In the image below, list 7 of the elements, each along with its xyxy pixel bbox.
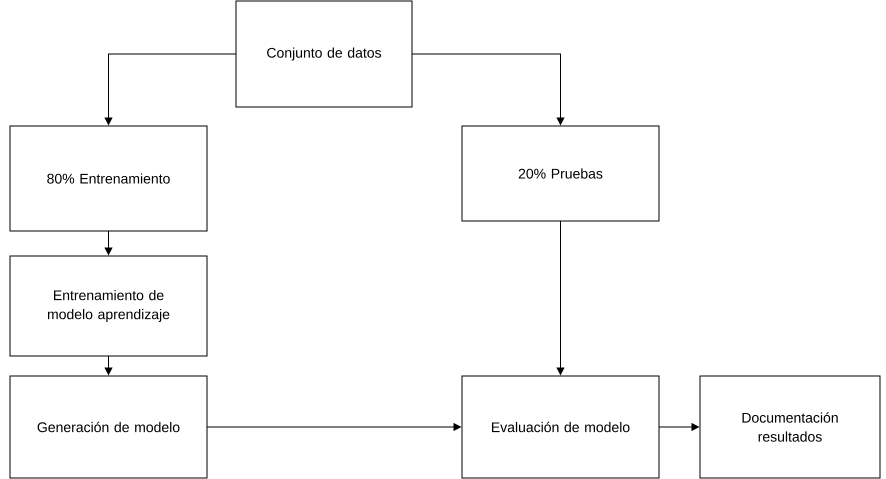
process-box: 20% Pruebas	[462, 126, 660, 222]
process-box: 80% Entrenamiento	[10, 126, 208, 232]
process-box: Documentación resultados	[700, 376, 880, 478]
process-box: Evaluación de modelo	[462, 376, 660, 478]
process-box: Conjunto de datos	[236, 0, 412, 108]
process-box: Entrenamiento de modelo aprendizaje	[10, 256, 208, 356]
process-box: Generación de modelo	[10, 376, 208, 478]
